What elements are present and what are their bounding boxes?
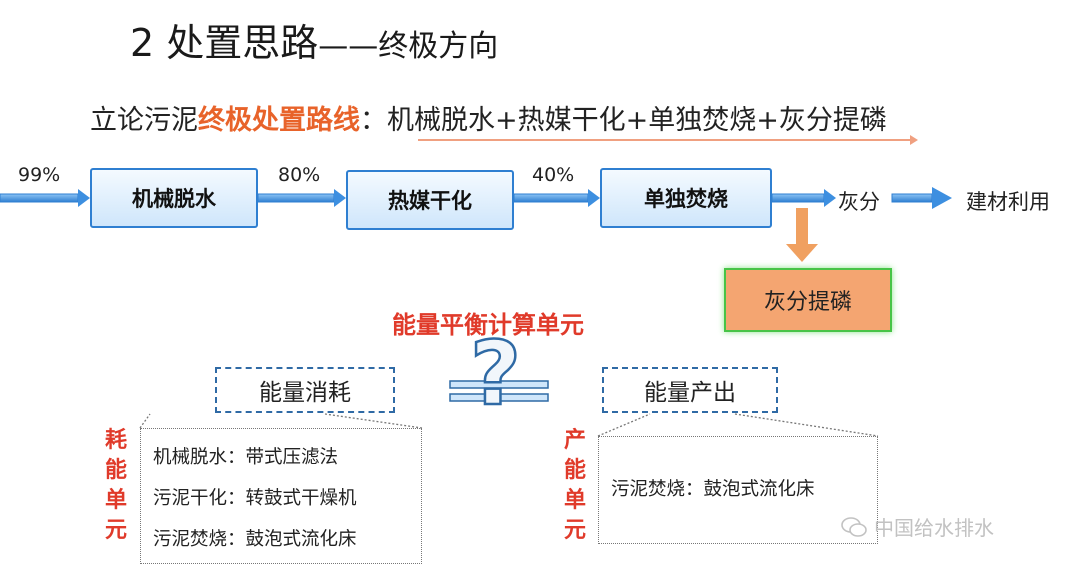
produce-items-box: 污泥焚烧：鼓泡式流化床 — [598, 436, 878, 544]
question-mark: ? — [469, 322, 523, 425]
subtitle-highlight: 终极处置路线 — [198, 105, 360, 136]
equals-sign — [449, 380, 549, 402]
step-dewatering: 机械脱水 — [90, 168, 258, 228]
arrow-ash-use — [891, 187, 952, 209]
consume-unit-label: 耗 能 单 元 — [103, 426, 129, 546]
arrow-down-phosphorus — [786, 208, 818, 262]
consume-items-box: 机械脱水：带式压滤法 污泥干化：转鼓式干燥机 污泥焚烧：鼓泡式流化床 — [140, 428, 422, 564]
energy-output-box: 能量产出 — [602, 367, 778, 413]
energy-consumption-box: 能量消耗 — [215, 367, 395, 413]
consume-item: 污泥焚烧：鼓泡式流化床 — [153, 529, 357, 550]
produce-char: 元 — [563, 518, 586, 543]
arrow-2-3 — [513, 189, 600, 207]
watermark-text: 中国给水排水 — [874, 516, 994, 540]
pct-after-dewater: 80% — [278, 164, 321, 186]
watermark: 中国给水排水 — [840, 512, 994, 541]
arrow-1-2 — [257, 189, 346, 207]
title-dash: —— — [318, 29, 379, 64]
consume-item: 机械脱水：带式压滤法 — [153, 447, 339, 468]
arrow-in — [0, 189, 90, 207]
pct-after-dry: 40% — [532, 164, 575, 186]
consume-item: 污泥干化：转鼓式干燥机 — [153, 488, 357, 509]
pct-input: 99% — [18, 164, 61, 186]
page-title: 2 处置思路——终极方向 — [130, 12, 498, 67]
subtitle-prefix: 立论污泥 — [90, 105, 198, 136]
consume-char: 耗 — [104, 428, 127, 453]
title-main: 2 处置思路 — [130, 21, 319, 65]
consume-char: 能 — [104, 458, 127, 483]
title-rest: 终极方向 — [378, 29, 499, 64]
produce-connector — [597, 413, 879, 437]
arrow-3-ash — [771, 189, 836, 207]
step-drying: 热媒干化 — [346, 170, 514, 230]
wechat-icon — [841, 516, 867, 537]
produce-char: 能 — [563, 458, 586, 483]
subtitle: 立论污泥终极处置路线：机械脱水+热媒干化+单独焚烧+灰分提磷 — [90, 98, 887, 137]
step-incineration: 单独焚烧 — [600, 168, 772, 228]
produce-char: 单 — [563, 488, 586, 513]
subtitle-suffix: ：机械脱水+热媒干化+单独焚烧+灰分提磷 — [360, 105, 887, 136]
balance-heading: 能量平衡计算单元 — [392, 311, 584, 339]
produce-item: 污泥焚烧：鼓泡式流化床 — [611, 479, 815, 500]
produce-char: 产 — [563, 428, 586, 453]
building-material-label: 建材利用 — [966, 190, 1050, 214]
phosphorus-recovery-box: 灰分提磷 — [724, 268, 892, 332]
consume-char: 单 — [104, 488, 127, 513]
produce-unit-label: 产 能 单 元 — [562, 426, 588, 546]
consume-char: 元 — [104, 518, 127, 543]
consume-connector — [139, 413, 423, 429]
ash-label: 灰分 — [838, 190, 880, 214]
subtitle-underline-arrow — [418, 135, 918, 145]
